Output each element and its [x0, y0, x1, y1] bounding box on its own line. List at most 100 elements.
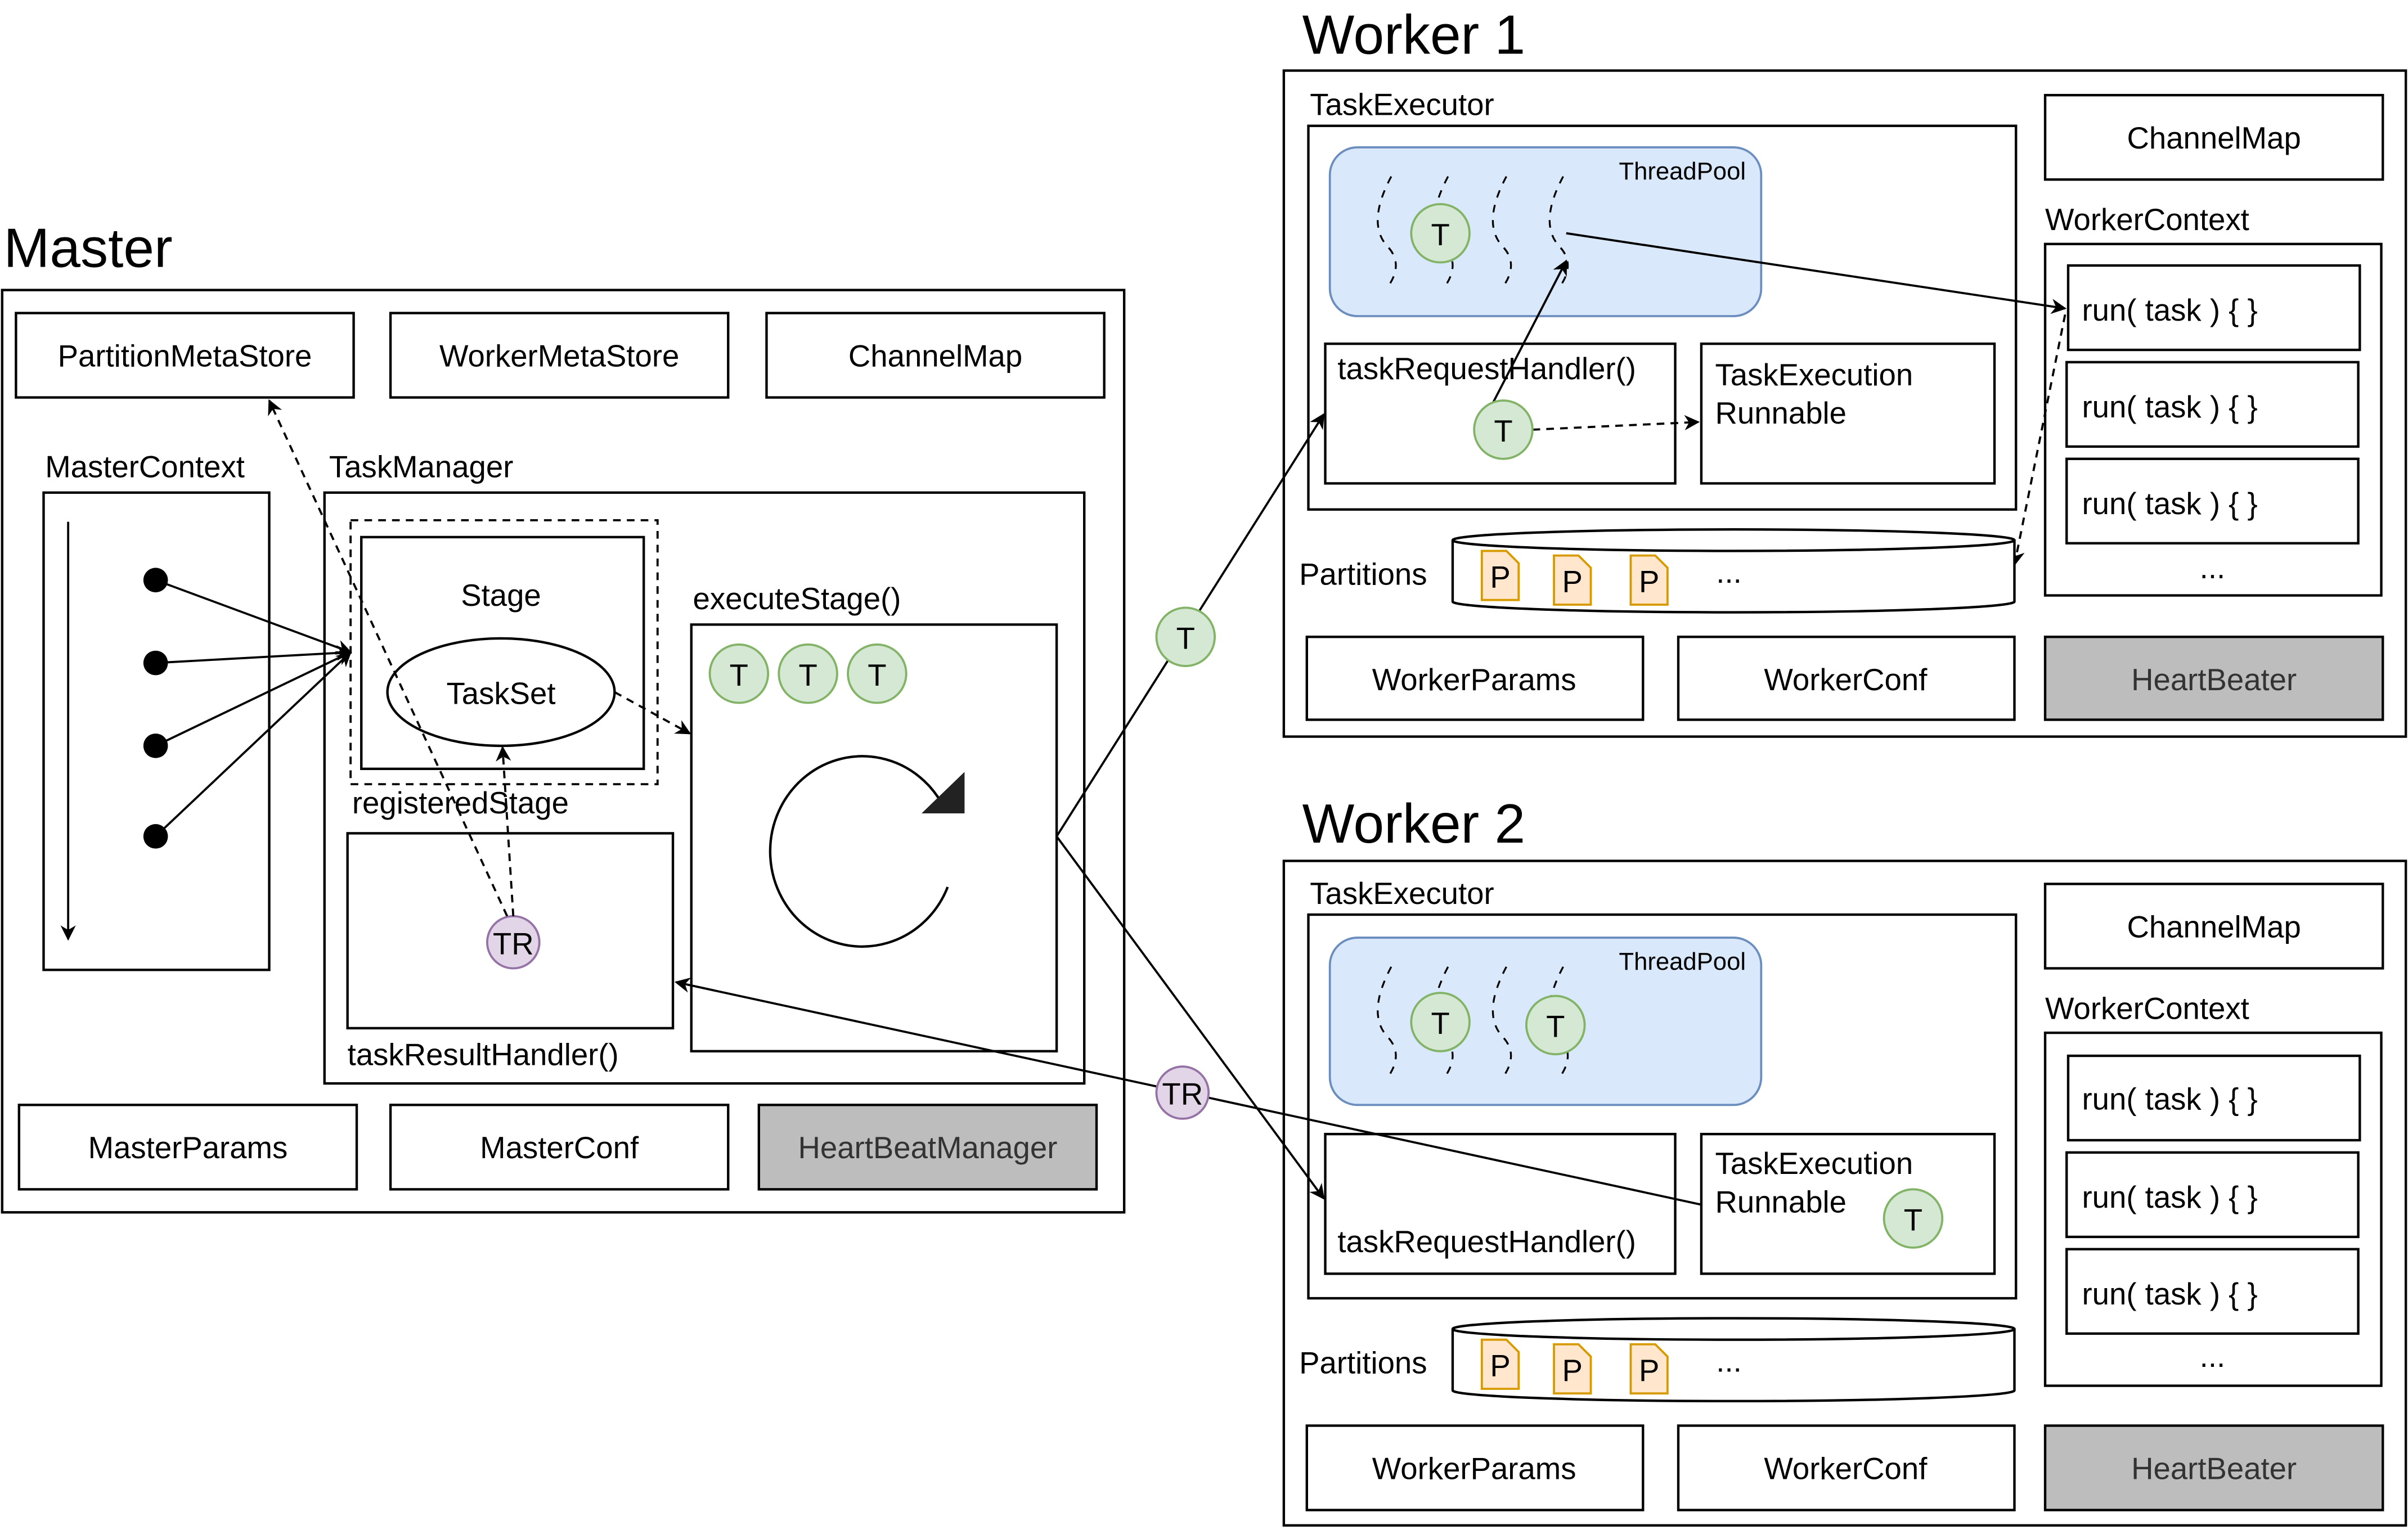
master-conf-label: MasterConf — [480, 1131, 639, 1165]
partitions-label: Partitions — [1299, 1346, 1427, 1380]
run-more-ellipsis: ... — [2200, 551, 2225, 585]
worker-params[interactable]: WorkerParams — [1305, 636, 1645, 721]
running-task-token-label: T — [1546, 1010, 1565, 1044]
task-execution-runnable[interactable] — [1700, 342, 1996, 485]
run-task-item[interactable]: run( task ) { } — [2066, 1054, 2361, 1142]
event-to-stage-arrow — [155, 645, 352, 664]
worker-context-label: WorkerContext — [2045, 202, 2249, 237]
worker-2-title: Worker 2 — [1302, 793, 1526, 854]
heartbeater[interactable]: HeartBeater — [2043, 636, 2384, 721]
task-executor-label: TaskExecutor — [1310, 876, 1494, 911]
master-node: Master PartitionMetaStore WorkerMetaStor… — [1, 217, 1126, 1214]
heartbeater-label: HeartBeater — [2131, 1451, 2297, 1486]
heartbeat-manager[interactable]: HeartBeatManager — [757, 1104, 1098, 1191]
worker-meta-store[interactable]: WorkerMetaStore — [389, 312, 730, 399]
handler-task-token-label: T — [1494, 414, 1512, 448]
task-execution-runnable-label-2: Runnable — [1715, 396, 1847, 430]
partition-file-icon — [1480, 550, 1520, 601]
task-result-token-label: TR — [493, 926, 534, 961]
heartbeater[interactable]: HeartBeater — [2043, 1424, 2384, 1511]
task-request-handler-label: taskRequestHandler() — [1337, 352, 1636, 386]
worker-conf[interactable]: WorkerConf — [1677, 636, 2016, 721]
returned-result-token-label: TR — [1162, 1077, 1203, 1112]
partitions-store[interactable] — [1451, 528, 2016, 614]
heartbeat-manager-label: HeartBeatManager — [798, 1131, 1057, 1165]
dispatch-task-token-label: T — [1176, 621, 1195, 655]
master-context[interactable] — [42, 491, 271, 971]
run-task-item[interactable]: run( task ) { } — [2065, 361, 2360, 448]
dispatch-to-worker-2-arrow — [1055, 835, 1325, 1200]
pending-task-tokens: T T T — [708, 643, 908, 704]
thread-pool-label: ThreadPool — [1619, 948, 1746, 975]
handler-to-pool-arrow — [1491, 259, 1567, 404]
thread-to-run-arrow — [1566, 232, 2067, 314]
worker-params-label: WorkerParams — [1372, 1451, 1576, 1486]
worker-meta-store-label: WorkerMetaStore — [439, 339, 679, 373]
task-token-label: T — [868, 658, 886, 692]
run-task-item[interactable]: run( task ) { } — [2065, 457, 2360, 544]
result-to-partition-meta-arrow — [268, 399, 509, 917]
run-task-item[interactable]: run( task ) { } — [2065, 1151, 2360, 1239]
execute-stage-label: executeStage() — [693, 582, 901, 616]
task-token — [847, 643, 908, 704]
event-to-stage-arrow — [155, 579, 352, 655]
partition-meta-store[interactable]: PartitionMetaStore — [15, 312, 355, 399]
dispatch-task-token: T — [1155, 606, 1216, 667]
partition-label: P — [1490, 560, 1510, 594]
master-channel-map[interactable]: ChannelMap — [765, 312, 1106, 399]
task-execution-runnable-label-2: Runnable — [1715, 1185, 1847, 1219]
task-execution-runnable-label-1: TaskExecution — [1715, 358, 1913, 392]
handler-to-runnable-arrow — [1532, 415, 1700, 431]
master-conf[interactable]: MasterConf — [389, 1104, 730, 1191]
task-execution-runnable[interactable] — [1700, 1132, 1996, 1275]
run-task-item[interactable]: run( task ) { } — [2065, 1248, 2360, 1335]
run-task-label: run( task ) { } — [2082, 390, 2258, 424]
task-token-label: T — [730, 658, 748, 692]
running-task-token — [1525, 994, 1586, 1056]
partition-files: P P P ... — [1480, 1338, 1742, 1395]
task-executor-label: TaskExecutor — [1310, 88, 1494, 122]
task-token-label: T — [798, 658, 817, 692]
run-task-label: run( task ) { } — [2082, 1180, 2258, 1214]
task-set[interactable] — [386, 637, 616, 748]
worker-1-channel-map[interactable]: ChannelMap — [2043, 93, 2384, 181]
master-title: Master — [4, 217, 173, 279]
run-task-label: run( task ) { } — [2082, 293, 2258, 327]
worker-2-node: Worker 2 TaskExecutor ThreadPool T T tas… — [1282, 793, 2407, 1527]
run-task-label: run( task ) { } — [2082, 1082, 2258, 1116]
partition-label: P — [1639, 564, 1659, 598]
taskset-to-execute-arrow — [614, 691, 691, 735]
runnable-task-token-label: T — [1904, 1203, 1922, 1237]
master-context-label: MasterContext — [45, 449, 245, 484]
task-request-handler-label: taskRequestHandler() — [1337, 1225, 1636, 1259]
run-task-item[interactable]: run( task ) { } — [2066, 264, 2361, 352]
task-token — [708, 643, 770, 704]
run-task-label: run( task ) { } — [2082, 487, 2258, 521]
task-execution-runnable-label-1: TaskExecution — [1715, 1146, 1913, 1181]
worker-params[interactable]: WorkerParams — [1305, 1424, 1645, 1511]
runnable-task-token — [1883, 1188, 1944, 1249]
thread-pool-label: ThreadPool — [1619, 158, 1746, 185]
thread-pool[interactable] — [1328, 146, 1763, 317]
worker-conf-label: WorkerConf — [1764, 1451, 1928, 1486]
master-params[interactable]: MasterParams — [17, 1104, 358, 1191]
result-to-taskset-arrow — [496, 745, 515, 916]
task-result-token: TR — [486, 915, 541, 970]
task-request-handler[interactable] — [1324, 1132, 1677, 1275]
partition-files: P P P ... — [1480, 550, 1742, 606]
partition-label: P — [1562, 1353, 1583, 1388]
run-to-partitions-arrow — [2009, 314, 2066, 566]
loop-arrowhead-icon — [922, 772, 965, 813]
partition-label: P — [1639, 1353, 1659, 1388]
worker-channel-map-label: ChannelMap — [2127, 121, 2301, 155]
partitions-store[interactable] — [1451, 1317, 2016, 1403]
master-channel-map-label: ChannelMap — [848, 339, 1022, 373]
stage-label: Stage — [461, 578, 541, 613]
running-task-token — [1410, 992, 1471, 1052]
task-result-handler-label: taskResultHandler() — [348, 1037, 619, 1072]
worker-channel-map-label: ChannelMap — [2127, 910, 2301, 944]
run-task-label: run( task ) { } — [2082, 1277, 2258, 1311]
worker-2-channel-map[interactable]: ChannelMap — [2043, 883, 2384, 970]
worker-conf[interactable]: WorkerConf — [1677, 1424, 2016, 1511]
